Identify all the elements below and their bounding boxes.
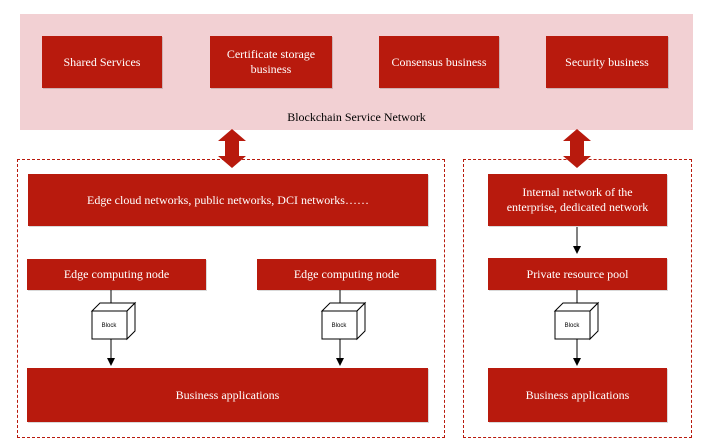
double-arrow-left <box>218 129 246 168</box>
edge-computing-node-a-label: Edge computing node <box>63 267 170 281</box>
block-cube-right: Block <box>553 301 600 341</box>
certificate-storage-label: Certificate storage business <box>226 47 316 76</box>
consensus-business-label: Consensus business <box>391 54 487 69</box>
edge-computing-node-b: Edge computing node <box>257 259 436 290</box>
block-a-label: Block <box>102 323 118 329</box>
network-title: Blockchain Service Network <box>287 110 426 124</box>
block-right-label: Block <box>565 323 581 329</box>
private-resource-pool-box: Private resource pool <box>488 258 667 290</box>
internal-network-label: Internal network of the enterprise, dedi… <box>506 185 649 214</box>
shared-services-box: Shared Services <box>42 36 162 88</box>
business-applications-left-label: Business applications <box>175 387 280 402</box>
business-applications-left: Business applications <box>27 368 428 422</box>
internal-network-box: Internal network of the enterprise, dedi… <box>488 174 667 226</box>
security-business-box: Security business <box>546 36 668 88</box>
business-applications-right: Business applications <box>488 368 667 422</box>
edge-networks-box: Edge cloud networks, public networks, DC… <box>28 174 428 226</box>
security-business-label: Security business <box>565 54 649 69</box>
block-cube-b: Block <box>320 301 367 341</box>
double-arrow-right <box>563 129 591 168</box>
block-b-label: Block <box>332 323 348 329</box>
edge-computing-node-a: Edge computing node <box>27 259 206 290</box>
consensus-business-box: Consensus business <box>379 36 499 88</box>
edge-networks-label: Edge cloud networks, public networks, DC… <box>87 192 369 207</box>
shared-services-label: Shared Services <box>63 54 141 69</box>
block-cube-a: Block <box>90 301 137 341</box>
edge-computing-node-b-label: Edge computing node <box>293 267 400 281</box>
certificate-storage-box: Certificate storage business <box>210 36 332 88</box>
private-resource-pool-label: Private resource pool <box>526 266 629 281</box>
business-applications-right-label: Business applications <box>525 387 630 402</box>
